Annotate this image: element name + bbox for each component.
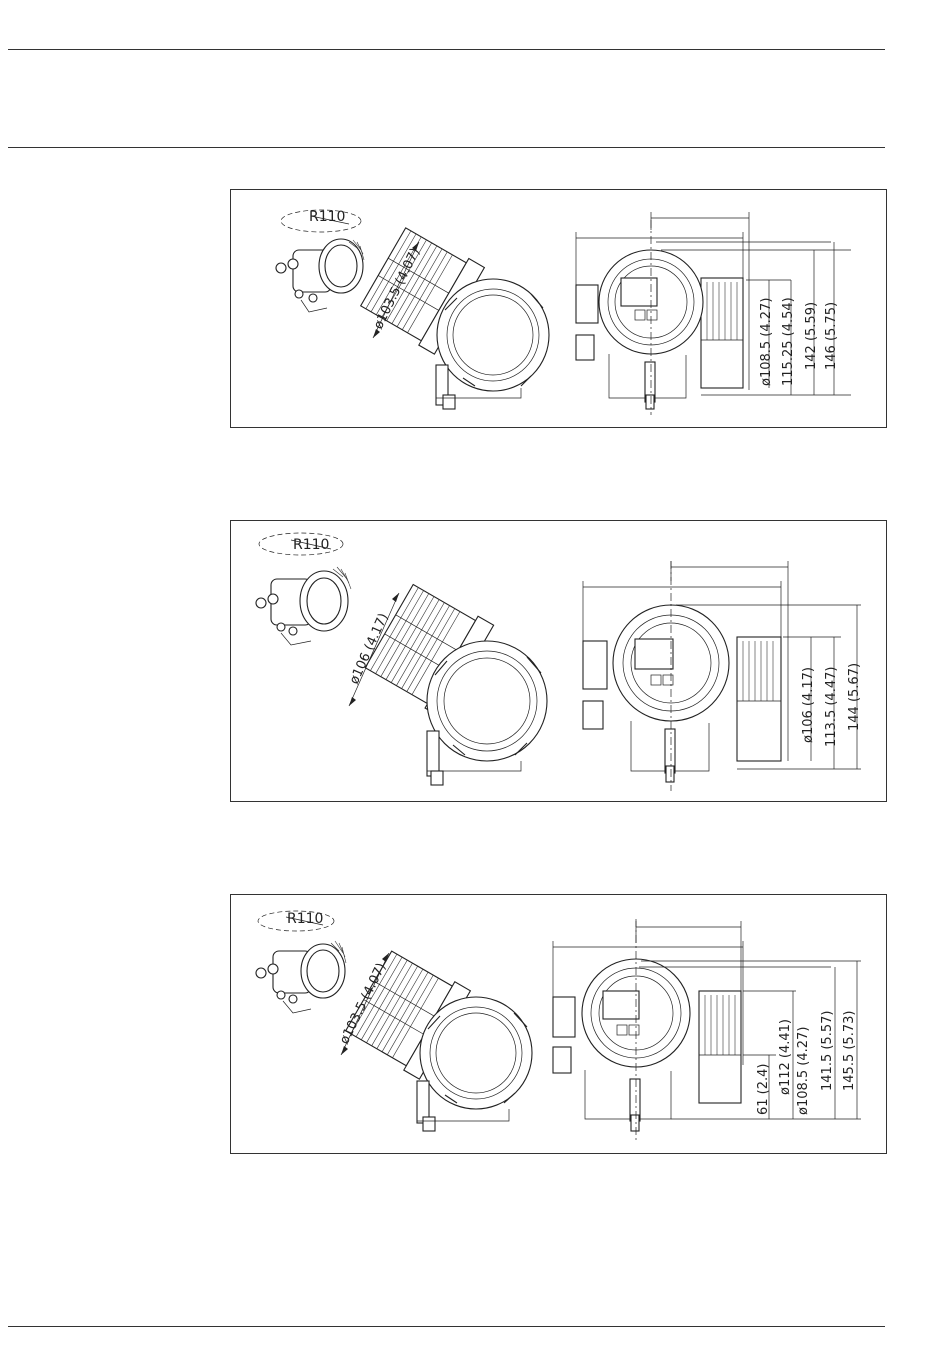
figure-3-drawing: R110 ø103.5 (4.07) bbox=[231, 895, 886, 1153]
header-rule-bottom bbox=[8, 147, 885, 148]
figure-2-angled-view: ø106 (4.17) bbox=[347, 580, 547, 785]
figure-1-vertical-dimension-1: ø108.5 (4.27) bbox=[759, 298, 774, 386]
figure-1-radius-label: R110 bbox=[309, 209, 345, 225]
figure-2-front-view: ø106 (4.17) 113.5 (4.47) 144 (5.67) bbox=[583, 561, 862, 791]
figure-3-vertical-dimension-1: 61 (2.4) bbox=[756, 1064, 771, 1116]
figure-1-rotation-sketch: R110 bbox=[276, 209, 364, 312]
figure-3-vertical-dimension-4: 141.5 (5.57) bbox=[820, 1011, 835, 1091]
figure-1-vertical-dimension-2: 115.25 (4.54) bbox=[781, 297, 796, 386]
figure-3-angled-view: ø103.5 (4.07) bbox=[337, 947, 532, 1131]
figure-1-drawing: R110 ø103.5 (4.07) bbox=[231, 190, 886, 427]
figure-2-vertical-dimension-1: ø106 (4.17) bbox=[801, 667, 816, 743]
figure-2-drawing: R110 ø106 (4.17) bbox=[231, 521, 886, 801]
header-rule-top bbox=[8, 49, 885, 50]
figure-1-panel: R110 ø103.5 (4.07) bbox=[230, 189, 887, 428]
figure-1-vertical-dimension-4: 146 (5.75) bbox=[824, 302, 839, 370]
figure-2-vertical-dimension-2: 113.5 (4.47) bbox=[824, 667, 839, 747]
figure-3-radius-label: R110 bbox=[287, 911, 323, 927]
figure-3-vertical-dimension-5: 145.5 (5.73) bbox=[842, 1011, 857, 1091]
figure-3-vertical-dimension-3: ø112 (4.41) bbox=[778, 1019, 793, 1095]
figure-3-vertical-dimension-2: ø108.5 (4.27) bbox=[796, 1027, 811, 1115]
figure-2-radius-label: R110 bbox=[293, 537, 329, 553]
figure-2-rotation-sketch: R110 bbox=[256, 533, 351, 645]
figure-2-vertical-dimension-3: 144 (5.67) bbox=[847, 663, 862, 731]
figure-3-front-view: 61 (2.4) ø108.5 (4.27) ø112 (4.41) 141.5… bbox=[553, 919, 861, 1140]
figure-1-front-view: ø108.5 (4.27) 115.25 (4.54) 142 (5.59) 1… bbox=[576, 212, 851, 415]
figure-1-vertical-dimension-3: 142 (5.59) bbox=[804, 302, 819, 370]
figure-1-angled-view: ø103.5 (4.07) bbox=[358, 224, 549, 409]
footer-rule bbox=[8, 1326, 885, 1327]
figure-3-rotation-sketch: R110 bbox=[256, 911, 346, 1013]
figure-3-panel: R110 ø103.5 (4.07) bbox=[230, 894, 887, 1154]
figure-2-panel: R110 ø106 (4.17) bbox=[230, 520, 887, 802]
